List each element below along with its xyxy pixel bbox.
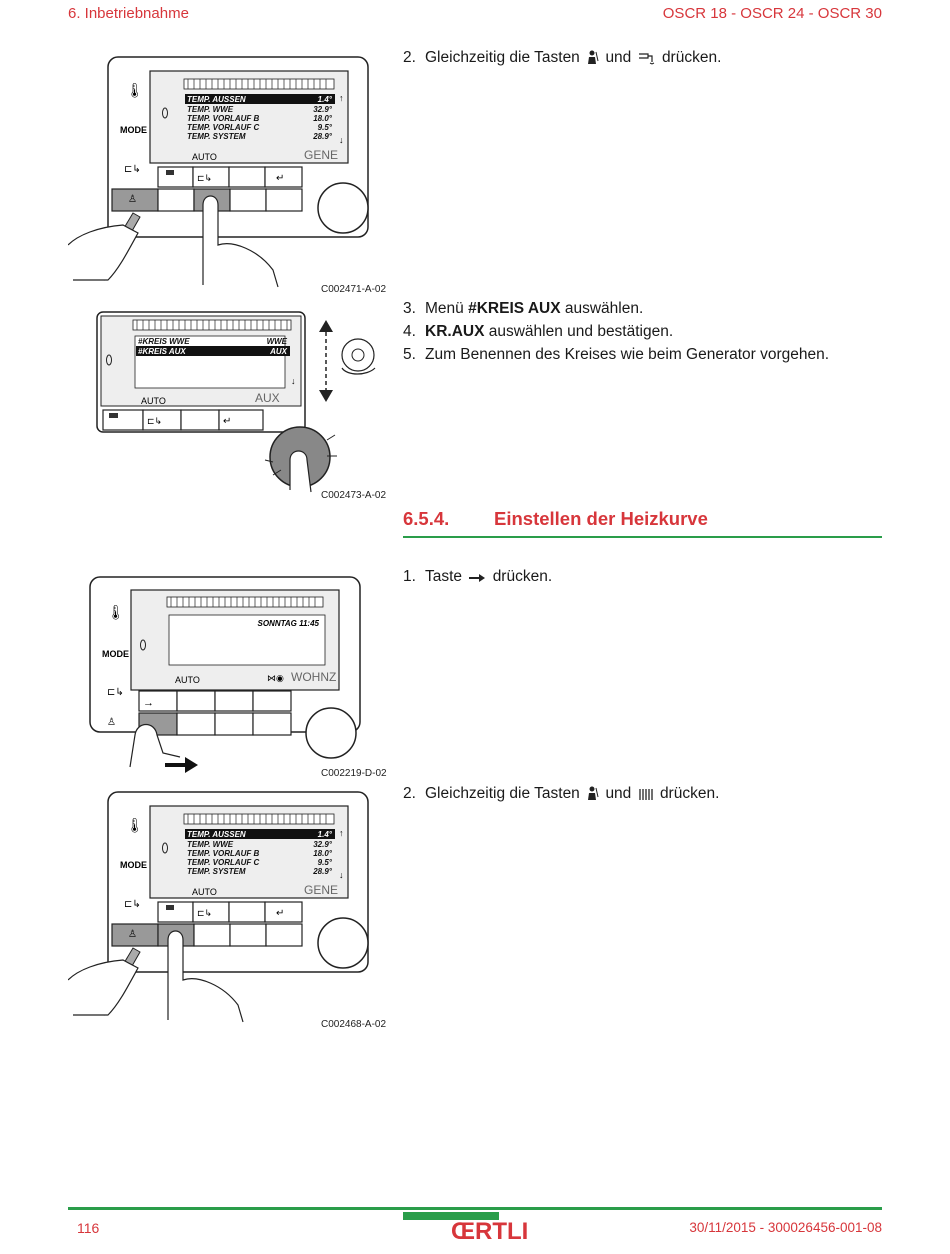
step-item: 3.Menü #KREIS AUX auswählen. bbox=[403, 300, 644, 317]
chimney-sweep-icon bbox=[586, 49, 599, 71]
heating-key-icon bbox=[638, 787, 654, 807]
dhw-icon: ⊏↳ bbox=[124, 899, 141, 910]
figure-2-code: C002473-A-02 bbox=[321, 490, 387, 501]
fig1-row-value: 18.0° bbox=[313, 114, 333, 123]
arrow-right-icon bbox=[468, 570, 486, 590]
fig4-row-value: 28.9° bbox=[312, 867, 333, 876]
scroll-up-icon: ↑ bbox=[339, 93, 344, 103]
figure-2-control-panel: #KREIS WWE WWE #KREIS AUX AUX ↓ AUTO AUX… bbox=[96, 311, 376, 493]
figure-4-code: C002468-A-02 bbox=[321, 1019, 387, 1030]
fig1-right-text: GENE bbox=[304, 148, 338, 162]
chimney-sweep-icon: ♙ bbox=[128, 194, 137, 205]
return-icon: ↵ bbox=[276, 908, 284, 919]
fig3-right-text: WOHNZ bbox=[291, 670, 336, 684]
step-item: 1.Taste drücken. bbox=[403, 567, 552, 590]
fig2-row-label: #KREIS AUX bbox=[138, 347, 186, 356]
step-item: 2.Gleichzeitig die Tasten und drücken. bbox=[403, 784, 719, 807]
fig1-row-label: TEMP. VORLAUF B bbox=[187, 114, 260, 123]
chimney-sweep-icon: ♙ bbox=[107, 717, 116, 728]
figure-1-control-panel: TEMP. AUSSEN 1.4° TEMP. WWE 32.9° TEMP. … bbox=[68, 56, 369, 288]
fig3-time: SONNTAG 11:45 bbox=[258, 619, 320, 628]
fig4-row-value: 1.4° bbox=[318, 830, 333, 839]
fig4-row-label: TEMP. SYSTEM bbox=[187, 867, 246, 876]
fig3-mode-label: MODE bbox=[102, 649, 129, 659]
return-icon: ↵ bbox=[223, 416, 231, 427]
dhw-key-icon: ⊏↳ bbox=[197, 173, 212, 183]
valve-icon: ⋈◉ bbox=[267, 673, 284, 683]
page-number: 116 bbox=[77, 1220, 100, 1236]
fig1-row-label: TEMP. AUSSEN bbox=[187, 95, 246, 104]
chapter-header: 6. Inbetriebnahme bbox=[68, 5, 189, 22]
section-number: 6.5.4. bbox=[403, 508, 450, 529]
document-reference: 30/11/2015 - 300026456-001-08 bbox=[689, 1220, 882, 1235]
scroll-down-icon: ↓ bbox=[339, 870, 344, 880]
fig3-mode-text: AUTO bbox=[175, 675, 200, 685]
fig4-row-label: TEMP. VORLAUF B bbox=[187, 849, 260, 858]
figure-3-code: C002219-D-02 bbox=[321, 768, 387, 779]
fig1-row-label: TEMP. SYSTEM bbox=[187, 132, 246, 141]
fig1-mode-label: MODE bbox=[120, 125, 147, 135]
return-icon: ↵ bbox=[276, 173, 284, 184]
models-header: OSCR 18 - OSCR 24 - OSCR 30 bbox=[662, 5, 882, 22]
fig2-softkeys[interactable] bbox=[102, 409, 264, 431]
fig4-row-value: 18.0° bbox=[313, 849, 333, 858]
section-title: Einstellen der Heizkurve bbox=[494, 508, 708, 529]
step-item: 4.KR.AUX auswählen und bestätigen. bbox=[403, 323, 674, 340]
fig4-right-text: GENE bbox=[304, 883, 338, 897]
dhw-key-icon: ⊏↳ bbox=[147, 416, 162, 426]
dhw-icon: ⊏↳ bbox=[124, 164, 141, 175]
dhw-key-icon: ⊏↳ bbox=[197, 908, 212, 918]
thermometer-icon: 🌡 bbox=[126, 817, 144, 833]
fig2-row-value: WWE bbox=[267, 337, 288, 346]
fig4-row-value: 9.5° bbox=[318, 858, 333, 867]
fig4-row-label: TEMP. VORLAUF C bbox=[187, 858, 260, 867]
fig1-row-label: TEMP. VORLAUF C bbox=[187, 123, 260, 132]
thermometer-icon: 🌡 bbox=[107, 604, 125, 620]
fig4-mode-text: AUTO bbox=[192, 887, 217, 897]
fig4-mode-label: MODE bbox=[120, 860, 147, 870]
fig4-row-label: TEMP. AUSSEN bbox=[187, 830, 246, 839]
fig4-row-label: TEMP. WWE bbox=[187, 840, 234, 849]
fig2-row-label: #KREIS WWE bbox=[138, 337, 190, 346]
fig4-row-value: 32.9° bbox=[313, 840, 333, 849]
footer-line bbox=[68, 1207, 882, 1210]
chimney-sweep-icon bbox=[586, 785, 599, 807]
fig2-right-text: AUX bbox=[255, 391, 280, 405]
footer-accent-bar bbox=[403, 1212, 499, 1220]
figure-1-code: C002471-A-02 bbox=[321, 284, 387, 295]
arrow-right-icon: → bbox=[143, 697, 154, 709]
figure-4-control-panel: TEMP. AUSSEN 1.4° TEMP. WWE 32.9° TEMP. … bbox=[68, 791, 369, 1023]
chimney-sweep-icon: ♙ bbox=[128, 929, 137, 940]
fig1-row-value: 1.4° bbox=[318, 95, 333, 104]
dhw-key-icon bbox=[638, 51, 656, 71]
fig1-row-value: 32.9° bbox=[313, 105, 333, 114]
figure-3-control-panel: SONNTAG 11:45 AUTO ⋈◉ WOHNZ → 🌡 MODE ⊏↳ … bbox=[89, 576, 361, 773]
fig2-row-value: AUX bbox=[269, 347, 288, 356]
scroll-down-icon: ↓ bbox=[291, 376, 296, 386]
fig2-mode-text: AUTO bbox=[141, 396, 166, 406]
fig1-row-value: 28.9° bbox=[312, 132, 333, 141]
scroll-down-icon: ↓ bbox=[339, 135, 344, 145]
scroll-up-icon: ↑ bbox=[339, 828, 344, 838]
fig1-row-label: TEMP. WWE bbox=[187, 105, 234, 114]
section-heading: 6.5.4. Einstellen der Heizkurve bbox=[403, 506, 882, 538]
step-item: 5.Zum Benennen des Kreises wie beim Gene… bbox=[403, 346, 830, 363]
thermometer-icon: 🌡 bbox=[126, 82, 144, 98]
fig1-row-value: 9.5° bbox=[318, 123, 333, 132]
dhw-icon: ⊏↳ bbox=[107, 687, 124, 698]
step-item: 2.Gleichzeitig die Tasten und drücken. bbox=[403, 48, 721, 71]
fig3-softkeys[interactable] bbox=[138, 690, 292, 712]
brand-logo: ŒRTLI bbox=[451, 1218, 529, 1245]
fig1-mode-text: AUTO bbox=[192, 152, 217, 162]
